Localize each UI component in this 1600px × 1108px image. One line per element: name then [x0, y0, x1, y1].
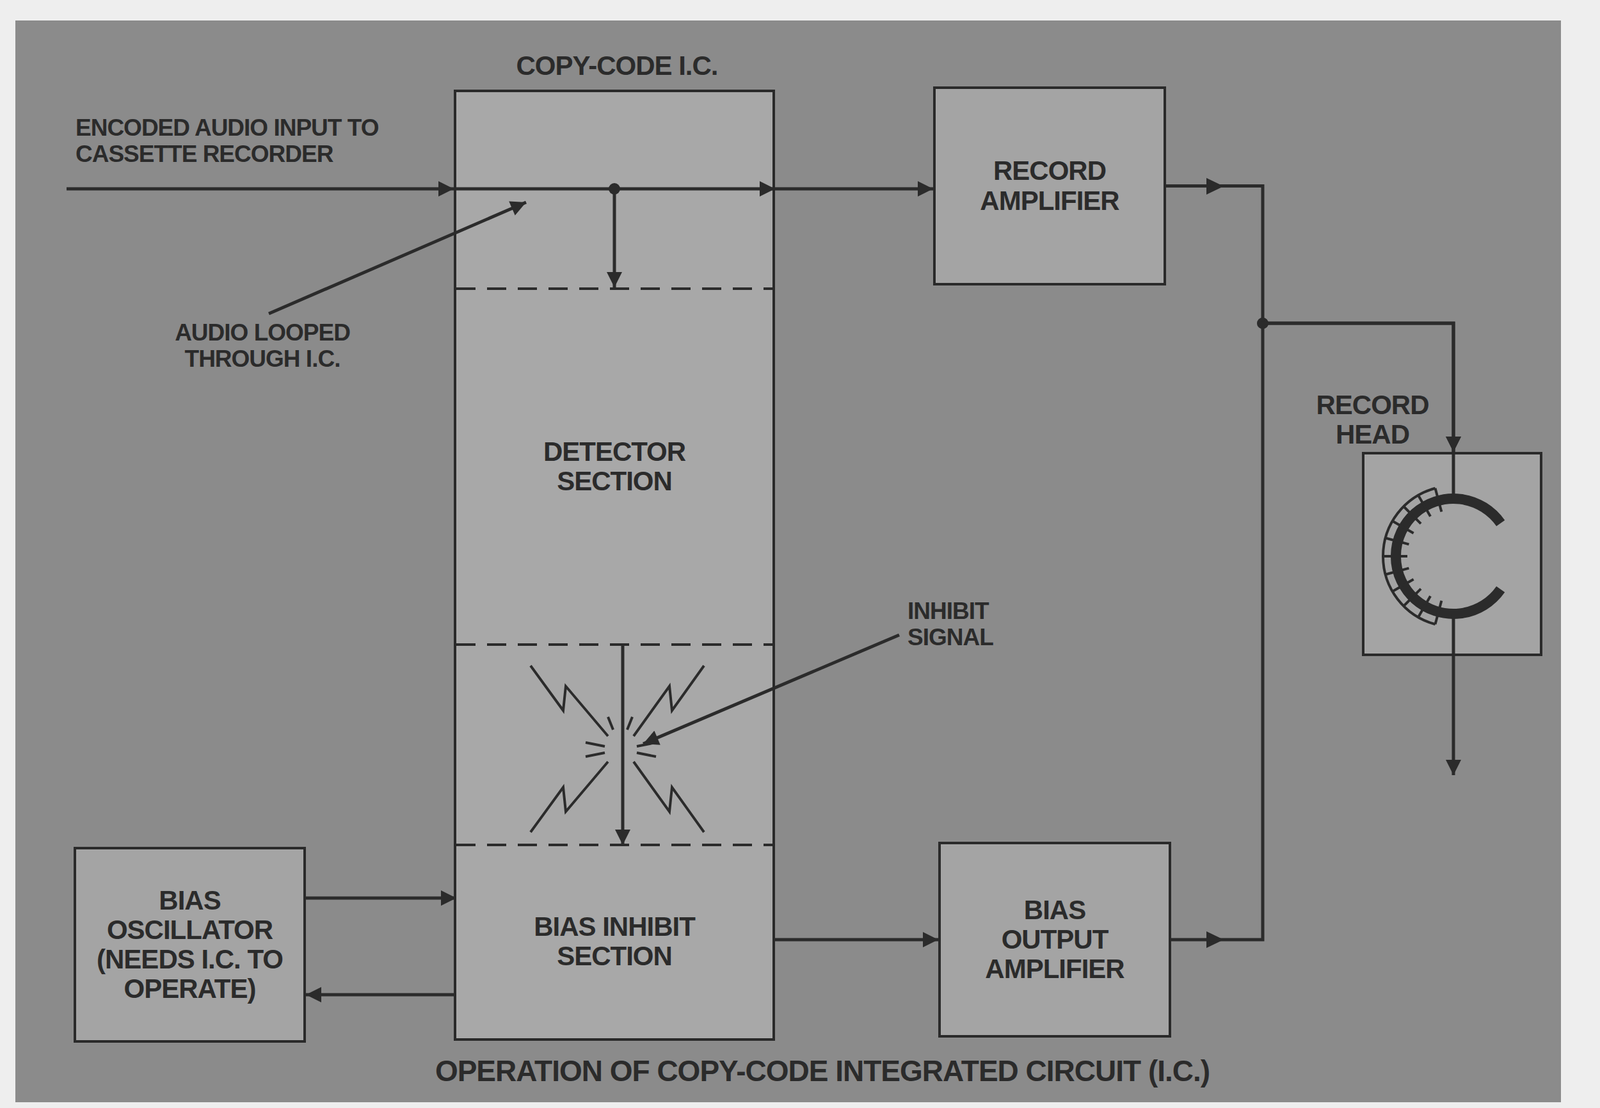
signal-connector — [621, 644, 625, 845]
section-divider — [456, 643, 773, 646]
block-box: COPY-CODE I.C.DETECTOR SECTIONBIAS INHIB… — [453, 89, 776, 1041]
block-box: RECORD HEAD — [1361, 451, 1543, 656]
coil-winding — [1392, 520, 1414, 534]
background-panel — [15, 20, 1561, 1103]
box-fill — [453, 89, 776, 1041]
box-heading: RECORD HEAD — [1313, 390, 1432, 450]
coil-winding — [1385, 568, 1410, 575]
box-label: DETECTOR SECTION — [531, 437, 698, 496]
detector-tap-line — [613, 188, 617, 288]
coil-winding — [1435, 488, 1442, 512]
audio-input-line — [66, 187, 454, 191]
coil-winding — [1385, 538, 1410, 545]
signal-connector — [305, 993, 457, 997]
figure-caption: OPERATION OF COPY-CODE INTEGRATED CIRCUI… — [268, 1054, 1376, 1088]
box-fill — [73, 846, 306, 1043]
inhibit-spark-symbol — [530, 665, 704, 832]
coil-winding — [1383, 554, 1408, 558]
head-output-line — [1452, 613, 1456, 776]
box-label: BIAS OSCILLATOR (NEEDS I.C. TO OPERATE) — [90, 885, 290, 1005]
section-divider — [456, 287, 773, 290]
ic-section: BIAS INHIBIT SECTION — [456, 844, 773, 1039]
signal-connector — [775, 187, 934, 191]
section-divider — [456, 843, 773, 847]
coil-winding — [1392, 579, 1414, 592]
block-box: BIAS OUTPUT AMPLIFIER — [938, 841, 1172, 1038]
coil-winding — [1403, 588, 1421, 607]
leader-line — [643, 634, 900, 744]
annotation-label: INHIBIT SIGNAL — [907, 598, 1030, 651]
signal-connector — [1166, 186, 1454, 453]
block-box: RECORD AMPLIFIER — [933, 86, 1167, 286]
box-heading: COPY-CODE I.C. — [443, 51, 791, 81]
annotation-label: AUDIO LOOPED THROUGH I.C. — [153, 320, 372, 372]
signal-connector — [305, 896, 457, 900]
coil-winding — [1383, 488, 1436, 625]
box-label: BIAS OUTPUT AMPLIFIER — [971, 895, 1138, 985]
signal-connector — [1171, 323, 1454, 940]
ic-section: DETECTOR SECTION — [456, 288, 773, 645]
record-head-coil — [1383, 451, 1501, 624]
coil-winding — [1403, 506, 1421, 524]
box-fill — [938, 841, 1172, 1038]
block-box: BIAS OSCILLATOR (NEEDS I.C. TO OPERATE) — [73, 846, 306, 1043]
box-label: BIAS INHIBIT SECTION — [531, 912, 698, 971]
coil-winding — [1435, 600, 1442, 625]
box-label: RECORD AMPLIFIER — [953, 156, 1146, 216]
annotation-label: ENCODED AUDIO INPUT TO CASSETTE RECORDER — [75, 115, 390, 168]
coil-winding — [1418, 595, 1431, 617]
junction-dot — [608, 183, 621, 195]
leader-line — [268, 202, 527, 314]
box-fill — [933, 86, 1167, 286]
coil-winding — [1418, 495, 1431, 517]
signal-connector — [772, 938, 939, 942]
